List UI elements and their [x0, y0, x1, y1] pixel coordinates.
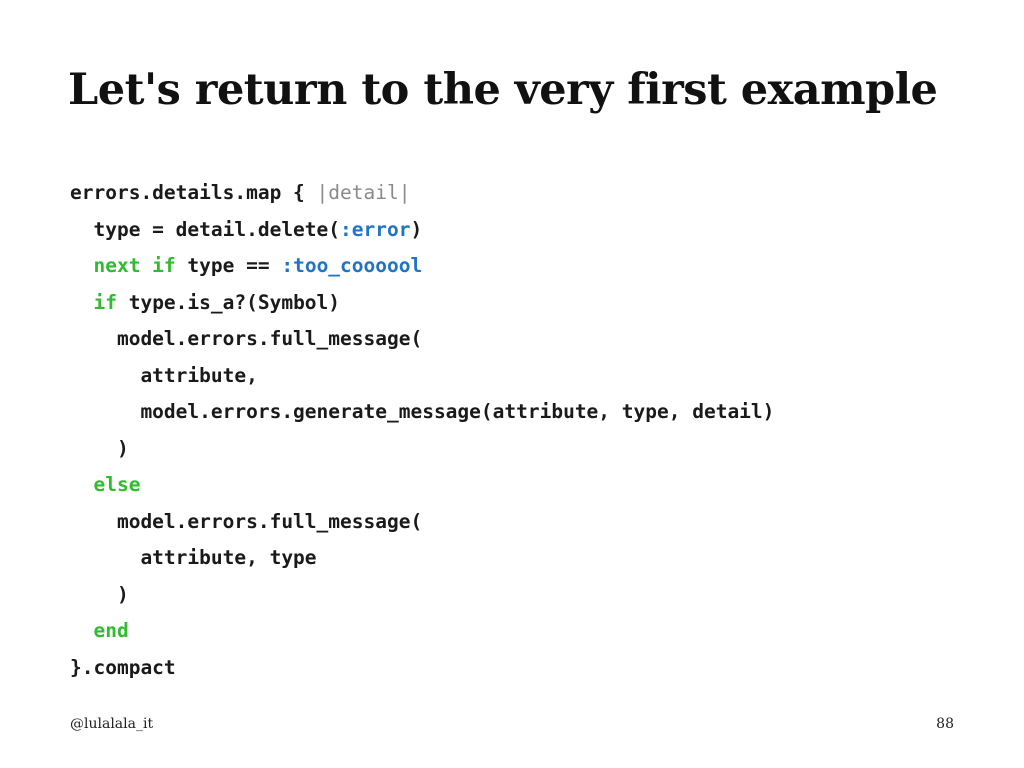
code-line: }.compact	[70, 650, 774, 687]
code-token-plain: )	[70, 436, 129, 460]
code-line: )	[70, 431, 774, 468]
code-line: next if type == :too_coooool	[70, 248, 774, 285]
code-token-plain	[70, 291, 93, 314]
code-line: type = detail.delete(:error)	[70, 212, 774, 249]
code-line: model.errors.full_message(	[70, 504, 774, 541]
code-token-plain: model.errors.full_message(	[70, 509, 423, 533]
code-line: else	[70, 467, 774, 504]
code-token-symbol: :too_coooool	[281, 254, 423, 277]
code-token-param: |detail|	[316, 181, 411, 204]
code-token-keyword: else	[93, 473, 141, 496]
code-line: attribute, type	[70, 540, 774, 577]
code-token-plain	[70, 473, 93, 496]
code-token-plain	[70, 619, 93, 642]
code-line: if type.is_a?(Symbol)	[70, 285, 774, 322]
code-line: end	[70, 613, 774, 650]
code-token-symbol: :error	[340, 217, 411, 241]
code-token-plain: )	[70, 582, 129, 606]
code-line: attribute,	[70, 358, 774, 395]
code-token-keyword: if	[93, 290, 117, 314]
code-line: )	[70, 577, 774, 614]
code-line: model.errors.full_message(	[70, 321, 774, 358]
code-token-plain	[70, 254, 93, 277]
footer-page-number: 88	[936, 716, 954, 732]
code-token-plain: attribute,	[70, 363, 258, 387]
code-token-plain: errors.details.map {	[70, 181, 317, 204]
code-token-plain: attribute, type	[70, 546, 317, 569]
slide-title: Let's return to the very first example	[68, 65, 938, 115]
code-token-plain: type = detail.delete(	[70, 217, 341, 241]
code-token-plain: type ==	[175, 254, 282, 277]
code-line: errors.details.map { |detail|	[70, 175, 774, 212]
footer-author-handle: @lulalala_it	[70, 716, 154, 732]
code-line: model.errors.generate_message(attribute,…	[70, 394, 774, 431]
code-token-keyword: next if	[93, 254, 176, 277]
code-token-keyword: end	[93, 619, 129, 642]
code-token-plain: model.errors.generate_message(attribute,…	[70, 400, 775, 423]
code-token-plain: model.errors.full_message(	[70, 327, 423, 350]
code-block: errors.details.map { |detail| type = det…	[70, 175, 774, 686]
code-token-plain: )	[410, 217, 423, 241]
code-token-plain: type.is_a?(Symbol)	[116, 290, 341, 314]
code-token-plain: }.compact	[70, 655, 176, 679]
